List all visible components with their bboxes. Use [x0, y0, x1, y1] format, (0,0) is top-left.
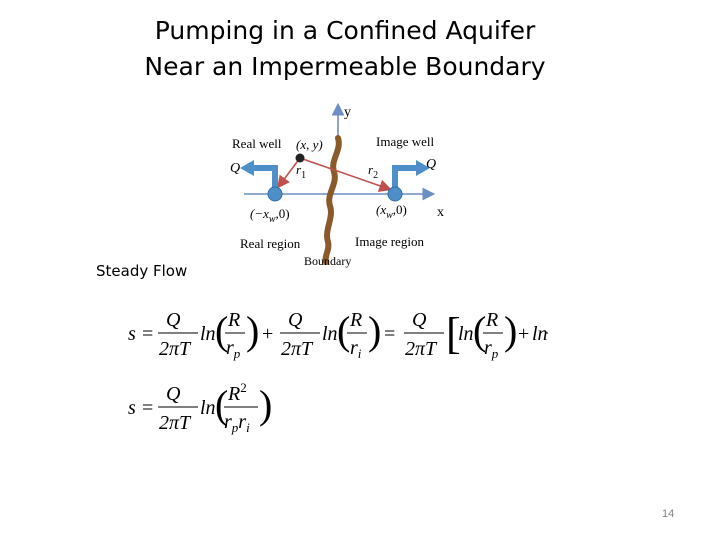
svg-text:=: = — [142, 397, 153, 419]
section-label: Steady Flow — [96, 262, 188, 280]
svg-text:ln: ln — [532, 323, 548, 345]
svg-text:R2: R2 — [227, 380, 247, 405]
y-axis-label: y — [344, 105, 351, 120]
r1-label: r1 — [296, 162, 306, 181]
svg-text:2πT: 2πT — [159, 338, 192, 360]
svg-text:[: [ — [446, 309, 461, 358]
svg-text:Q: Q — [412, 309, 427, 331]
svg-text:=: = — [384, 323, 395, 345]
equation-1: s = Q 2πT ln ( R rp ) + Q 2πT ln ( R ri … — [128, 308, 548, 361]
x-axis-label: x — [437, 205, 444, 220]
svg-text:R: R — [227, 309, 240, 331]
svg-text:ln: ln — [458, 323, 474, 345]
r2-label: r2 — [368, 162, 378, 181]
svg-text:Q: Q — [166, 383, 181, 405]
observation-point — [295, 153, 305, 163]
equation-1-tail: ( R — [546, 332, 548, 334]
svg-text:ln: ln — [200, 397, 216, 419]
svg-text:ln: ln — [200, 323, 216, 345]
equation-2: s = Q 2πT ln ( R2 rpri ) — [128, 380, 272, 435]
svg-text:ln: ln — [322, 323, 338, 345]
svg-text:s: s — [128, 323, 136, 345]
svg-text:): ) — [259, 382, 272, 427]
real-well-q-arrow — [240, 160, 254, 176]
svg-text:R: R — [485, 309, 498, 331]
svg-text:(: ( — [215, 382, 228, 427]
impermeable-boundary — [322, 135, 342, 265]
svg-text:(: ( — [337, 308, 350, 353]
svg-text:(: ( — [215, 308, 228, 353]
r1-arrow — [277, 157, 301, 189]
svg-text:): ) — [368, 308, 381, 353]
svg-text:+: + — [518, 323, 529, 345]
svg-text:2πT: 2πT — [159, 412, 192, 434]
svg-text:ri: ri — [350, 337, 362, 361]
image-well-coord: (xw,0) — [376, 202, 407, 221]
svg-text:Q: Q — [288, 309, 303, 331]
image-well-q-arrow — [416, 160, 430, 176]
q-left-label: Q — [230, 161, 240, 176]
boundary-label: Boundary — [304, 254, 351, 268]
image-well-label: Image well — [376, 134, 435, 149]
real-well-coord: (−xw,0) — [250, 206, 290, 225]
svg-text:rp: rp — [226, 337, 241, 361]
image-region-label: Image region — [355, 234, 424, 249]
svg-text:=: = — [142, 323, 153, 345]
real-well-icon — [267, 186, 283, 202]
q-right-label: Q — [426, 157, 436, 172]
svg-text:+: + — [262, 323, 273, 345]
svg-text:Q: Q — [166, 309, 181, 331]
svg-text:2πT: 2πT — [405, 338, 438, 360]
page-number: 14 — [662, 508, 675, 520]
real-well-pipe — [252, 165, 278, 190]
point-label: (x, y) — [296, 137, 323, 152]
svg-text:): ) — [504, 308, 517, 353]
svg-text:R: R — [349, 309, 362, 331]
svg-text:rpri: rpri — [224, 411, 250, 435]
slide-title-line2: Near an Impermeable Boundary — [144, 52, 546, 81]
slide-title-line1: Pumping in a Confined Aquifer — [154, 16, 536, 45]
real-region-label: Real region — [240, 236, 301, 251]
r2-arrow — [299, 157, 393, 192]
svg-text:(: ( — [473, 308, 486, 353]
image-well-icon — [387, 186, 403, 202]
image-well-diagram: y x Real well Image well (x, y) Q Q r1 r… — [230, 102, 444, 268]
image-well-pipe — [392, 165, 418, 190]
svg-text:): ) — [246, 308, 259, 353]
svg-text:rp: rp — [484, 337, 499, 361]
svg-text:2πT: 2πT — [281, 338, 314, 360]
svg-text:s: s — [128, 397, 136, 419]
real-well-label: Real well — [232, 136, 282, 151]
